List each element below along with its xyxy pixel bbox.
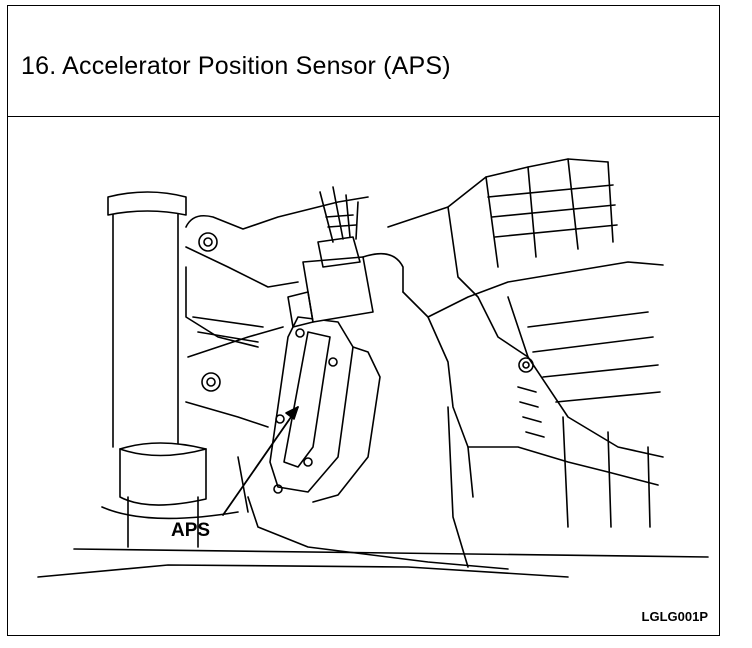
aps-connector [287,186,404,328]
aps-callout-label: APS [171,520,211,541]
aps-sensor-body [269,316,381,503]
callout-arrow [222,406,299,516]
page-frame: 16. Accelerator Position Sensor (APS) [7,5,720,636]
pedal-base [37,456,709,578]
aps-illustration [37,158,709,578]
mounting-bracket [185,196,369,428]
steering-column [101,191,239,548]
section-title: 16. Accelerator Position Sensor (APS) [21,52,451,80]
header-box: 16. Accelerator Position Sensor (APS) [8,6,719,117]
figure-code: LGLG001P [641,609,708,624]
illustration-area: APS LGLG001P [8,117,719,635]
side-housing [387,158,664,568]
